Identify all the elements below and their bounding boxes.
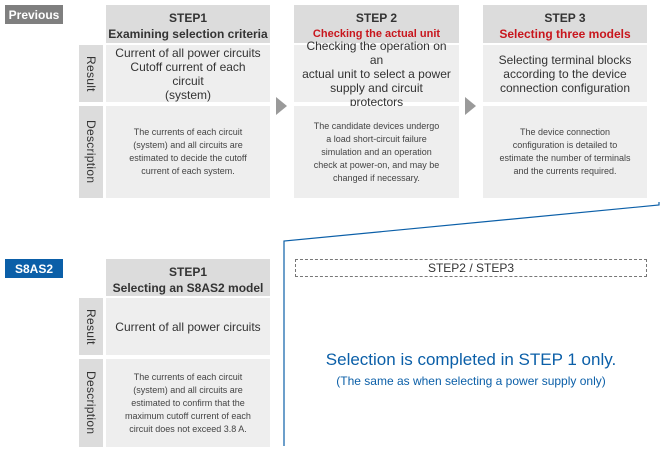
previous-step1-header: STEP1 Examining selection criteria	[106, 5, 270, 43]
previous-step1-title: Examining selection criteria	[108, 27, 268, 41]
previous-step2-result-text: Checking the operation on an actual unit…	[302, 38, 451, 109]
arrow-right-icon	[465, 97, 476, 115]
s8as2-step1-description: The currents of each circuit (system) an…	[106, 359, 270, 447]
s8as2-tag-label: S8AS2	[14, 261, 54, 276]
previous-step2-description-text: The candidate devices undergo a load sho…	[313, 120, 440, 183]
s8as2-step1-number: STEP1	[168, 265, 207, 279]
previous-description-label-text: Description	[84, 120, 98, 184]
previous-step3-result-text: Selecting terminal blocks according to t…	[498, 52, 632, 95]
previous-step3-title: Selecting three models	[499, 27, 631, 41]
s8as2-step1-description-text: The currents of each circuit (system) an…	[125, 371, 251, 434]
completion-message: Selection is completed in STEP 1 only. (…	[290, 349, 652, 389]
s8as2-description-label: Description	[79, 359, 103, 447]
previous-step2-result: Checking the operation on an actual unit…	[294, 39, 459, 109]
s8as2-step1-result: Current of all power circuits	[106, 298, 270, 355]
completion-main-text: Selection is completed in STEP 1 only.	[325, 350, 617, 369]
previous-description-label: Description	[79, 106, 103, 198]
previous-result-label-text: Result	[84, 55, 98, 92]
previous-step2-description: The candidate devices undergo a load sho…	[294, 106, 459, 198]
previous-step2-number: STEP 2	[355, 11, 398, 25]
previous-step3-number: STEP 3	[544, 11, 586, 25]
s8as2-step1-header: STEP1 Selecting an S8AS2 model	[106, 259, 270, 296]
s8as2-tag: S8AS2	[5, 259, 63, 278]
skipped-steps-box: STEP2 / STEP3	[295, 259, 647, 277]
arrow-right-icon	[276, 97, 287, 115]
previous-result-label: Result	[79, 45, 103, 102]
s8as2-result-label-text: Result	[84, 308, 98, 345]
previous-tag: Previous	[5, 5, 63, 24]
skipped-steps-label: STEP2 / STEP3	[427, 261, 515, 275]
previous-step1-description-text: The currents of each circuit (system) an…	[129, 127, 247, 176]
previous-step1-result-text: Current of all power circuits Cutoff cur…	[115, 45, 261, 102]
previous-step1-number: STEP1	[168, 11, 207, 25]
previous-step3-description-text: The device connection configuration is d…	[499, 127, 631, 176]
completion-sub-text: (The same as when selecting a power supp…	[336, 374, 606, 388]
s8as2-description-label-text: Description	[84, 371, 98, 435]
s8as2-result-label: Result	[79, 298, 103, 355]
previous-step2-header: STEP 2 Checking the actual unit operatio…	[294, 5, 459, 56]
previous-tag-label: Previous	[8, 7, 60, 22]
s8as2-step1-result-text: Current of all power circuits	[115, 319, 261, 334]
previous-step3-result: Selecting terminal blocks according to t…	[483, 45, 647, 102]
previous-step3-description: The device connection configuration is d…	[483, 106, 647, 198]
s8as2-step1-title: Selecting an S8AS2 model	[112, 281, 264, 295]
previous-step3-header: STEP 3 Selecting three models	[483, 5, 647, 43]
previous-step1-result: Current of all power circuits Cutoff cur…	[106, 45, 270, 102]
previous-step1-description: The currents of each circuit (system) an…	[106, 106, 270, 198]
